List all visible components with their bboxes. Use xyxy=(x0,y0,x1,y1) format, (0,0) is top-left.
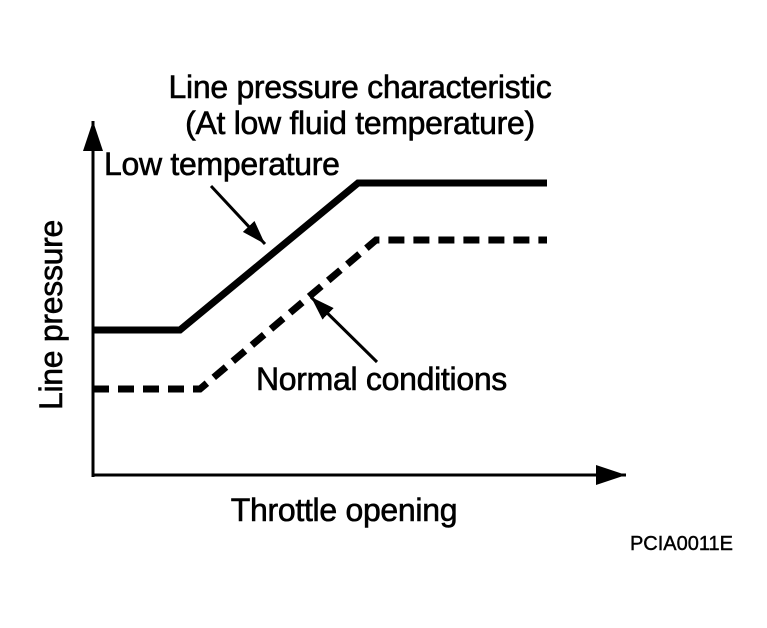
y-axis-label: Line pressure xyxy=(33,220,70,411)
series-label-low-temperature: Low temperature xyxy=(104,146,341,183)
chart-subtitle: (At low fluid temperature) xyxy=(185,105,536,142)
series-line-normal-conditions xyxy=(93,236,547,393)
x-axis-label: Throttle opening xyxy=(230,492,458,529)
chart-title: Line pressure characteristic xyxy=(168,69,552,106)
normal-conditions-leader-arrow xyxy=(309,295,379,364)
series-line-low-temperature xyxy=(93,179,547,334)
figure-code: PCIA0011E xyxy=(629,533,733,555)
chart-title-block: Line pressure characteristic (At low flu… xyxy=(60,69,660,142)
low-temperature-leader-arrow xyxy=(209,184,267,246)
series-label-normal-conditions: Normal conditions xyxy=(256,361,508,398)
